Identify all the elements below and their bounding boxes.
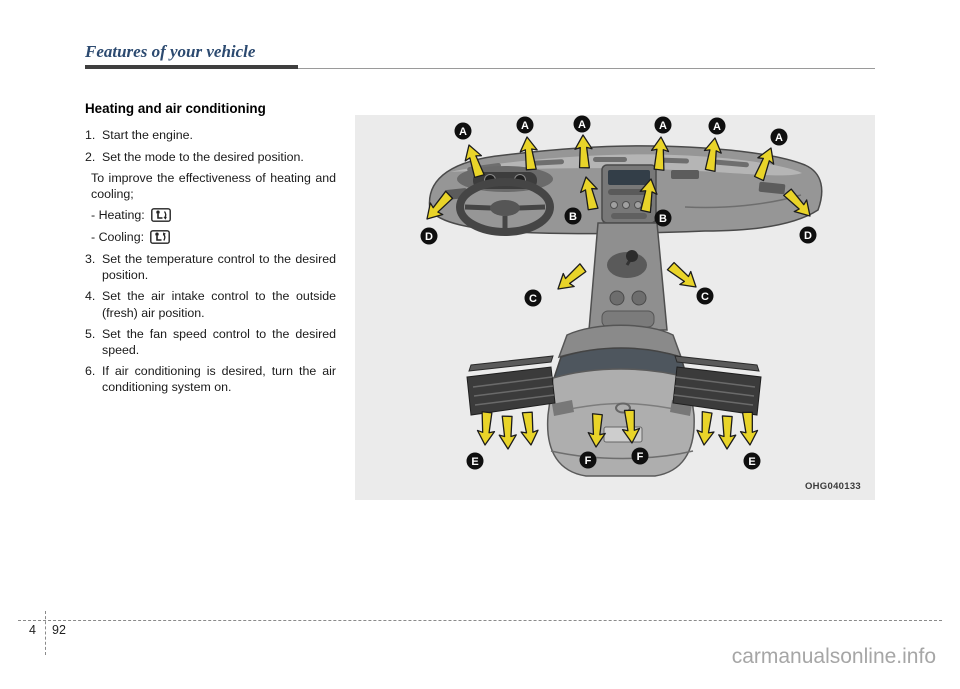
callout-b: B [564,207,582,225]
instructions-column: Heating and air conditioning 1. Start th… [85,100,336,400]
step-text: Set the temperature control to the desir… [102,252,336,283]
step-text: Start the engine. [102,128,193,143]
callout-f: F [631,447,649,465]
callout-b: B [654,209,672,227]
header-rule-thick [85,65,298,69]
svg-text:C: C [529,293,537,305]
callout-labels: A A A A A A B B C C D D E E F F [420,115,817,470]
callout-d: D [799,226,817,244]
steering-wheel [456,178,554,236]
svg-text:A: A [459,126,467,138]
step-item: 6. If air conditioning is desired, turn … [85,363,336,395]
callout-a: A [573,115,591,133]
right-floor-duct [672,355,762,416]
airflow-arrow [498,415,518,450]
svg-text:A: A [659,120,667,132]
svg-text:A: A [521,120,529,132]
callout-a: A [708,117,726,135]
note-text: To improve the effectiveness of heating … [91,170,336,201]
footer-dashed-divider [45,611,46,655]
callout-e: E [466,452,484,470]
step-item: 1. Start the engine. [85,127,336,143]
section-title: Heating and air conditioning [85,101,266,116]
step-text: Set the air intake control to the outsid… [102,289,336,320]
svg-text:A: A [775,132,783,144]
step-item: 2. Set the mode to the desired position. [85,149,336,165]
heating-mode-line: - Heating: [91,207,336,223]
face-airflow-icon [150,230,170,245]
callout-a: A [516,116,534,134]
callout-c: C [696,287,714,305]
svg-text:F: F [637,451,644,463]
step-number: 5. [85,326,96,341]
chapter-header-title: Features of your vehicle [85,42,256,61]
step-number: 6. [85,363,96,378]
footer-dashed-line [18,620,942,621]
svg-text:D: D [425,231,433,243]
rear-car-view [546,324,695,477]
hvac-figure: A A A A A A B B C C D D E E F F OHG04013… [355,115,875,500]
airflow-arrow [738,410,760,447]
header-rule-thin [298,68,875,69]
callout-c: C [524,289,542,307]
svg-text:C: C [701,291,709,303]
left-floor-duct [466,355,556,416]
svg-text:D: D [804,230,812,242]
svg-text:F: F [585,455,592,467]
header-rule [85,64,875,69]
cooling-mode-line: - Cooling: [91,229,336,245]
step-number: 2. [85,149,96,164]
chapter-number: 4 [29,623,36,637]
svg-text:B: B [659,213,667,225]
step-text: Set the mode to the desired position. [102,149,304,164]
step-item: 3. Set the temperature control to the de… [85,251,336,283]
svg-text:B: B [569,211,577,223]
center-console [588,222,668,331]
callout-a: A [454,122,472,140]
svg-text:A: A [578,119,586,131]
step-number: 3. [85,252,96,267]
callout-e: E [743,452,761,470]
cooling-label: - Cooling: [91,230,145,245]
airflow-arrow [664,258,703,295]
callout-d: D [420,227,438,245]
callout-a: A [770,128,788,146]
svg-text:E: E [471,456,478,468]
step-text: Set the fan speed control to the desired… [102,326,336,357]
callout-a: A [654,116,672,134]
callout-f: F [579,451,597,469]
watermark: carmanualsonline.info [731,645,936,668]
step-number: 1. [85,128,96,143]
hvac-airflow-illustration: A A A A A A B B C C D D E E F F [420,115,823,477]
step-item: 4. Set the air intake control to the out… [85,288,336,320]
airflow-arrow [717,415,737,450]
step-item: 5. Set the fan speed control to the desi… [85,326,336,358]
heating-label: - Heating: [91,207,145,222]
step-number: 4. [85,289,96,304]
airflow-arrow [551,260,590,297]
svg-text:E: E [748,456,755,468]
floor-airflow-icon [150,208,171,222]
step-text: If air conditioning is desired, turn the… [102,363,336,395]
figure-caption: OHG040133 [804,481,861,492]
airflow-arrow [518,410,541,447]
airflow-arrow [694,410,717,447]
airflow-arrow [475,410,497,447]
page-number: 92 [52,623,66,637]
svg-text:A: A [713,121,721,133]
